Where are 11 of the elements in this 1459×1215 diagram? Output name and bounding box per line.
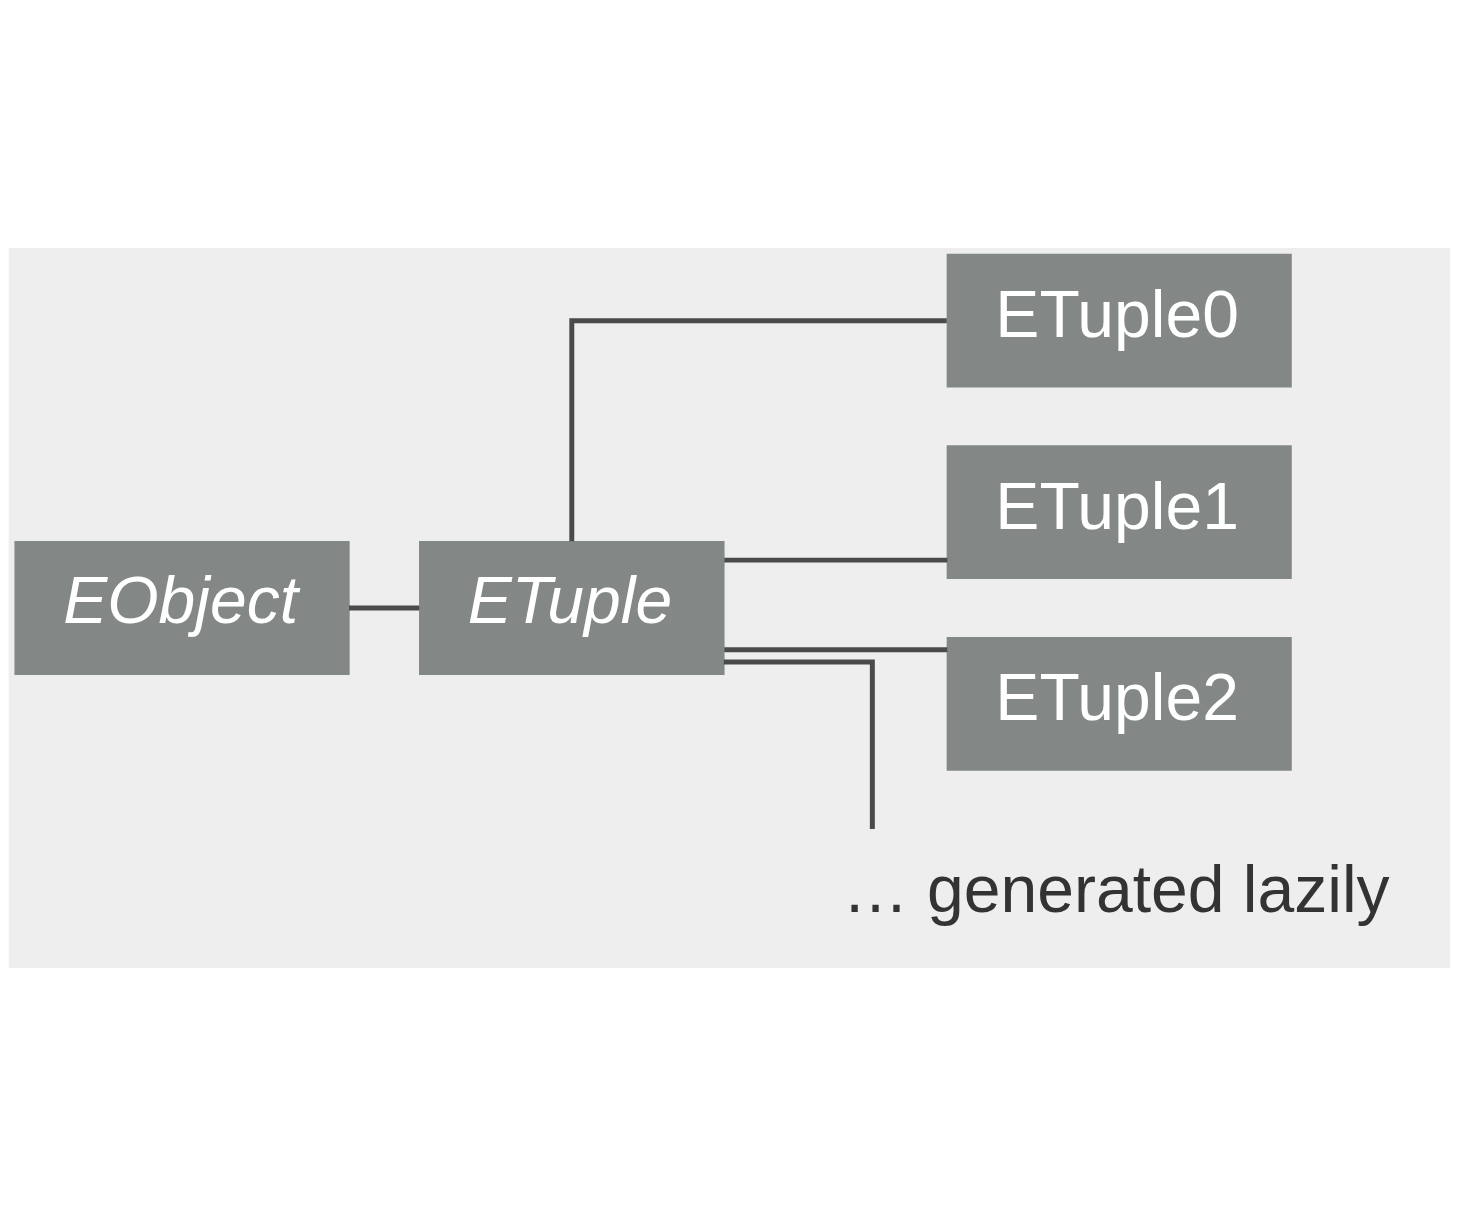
connector (569, 317, 947, 541)
node-text: … generated lazily (842, 851, 1390, 926)
node-box: EObject (14, 540, 350, 675)
connector (723, 658, 875, 829)
node-box: ETuple0 (946, 253, 1292, 388)
connector (724, 646, 948, 652)
node-box: ETuple (419, 540, 725, 675)
connector (349, 605, 420, 610)
node-box: ETuple1 (946, 444, 1292, 579)
connector (724, 557, 948, 563)
node-box: ETuple2 (946, 636, 1292, 771)
